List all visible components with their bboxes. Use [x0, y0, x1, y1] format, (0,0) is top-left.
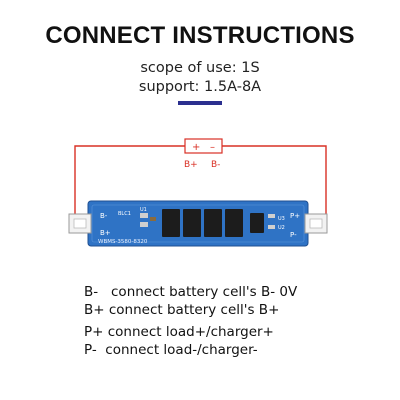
- instruction-p-plus: P+ connect load+/charger+: [84, 324, 274, 340]
- board-text-p-minus: P-: [290, 231, 297, 239]
- scope-text: scope of use: 1S: [140, 60, 260, 76]
- board-text-u3: U3: [278, 216, 285, 222]
- board-text-u1: U1: [140, 207, 147, 213]
- battery-minus-sign: –: [210, 142, 215, 153]
- support-text: support: 1.5A-8A: [138, 79, 262, 95]
- page-title: CONNECT INSTRUCTIONS: [45, 22, 355, 49]
- board-text-b-plus: B+: [100, 229, 111, 237]
- board-text-p-plus: P+: [290, 212, 300, 220]
- title-accent-bar: [178, 101, 222, 105]
- wiring-diagram: + – B+ B-: [68, 138, 328, 247]
- instruction-b-plus: B+ connect battery cell's B+: [84, 302, 280, 318]
- instruction-p-minus: P- connect load-/charger-: [84, 342, 258, 358]
- board-text-u2: U2: [278, 225, 285, 231]
- smd-components: [140, 213, 275, 229]
- left-connector: [68, 213, 92, 234]
- battery-plus-sign: +: [192, 142, 200, 153]
- battery-cell: + –: [184, 138, 223, 154]
- battery-label-b-plus: B+: [184, 160, 198, 170]
- right-connector: [304, 213, 328, 234]
- battery-label-b-minus: B-: [211, 160, 220, 170]
- board-text-b-minus: B-: [100, 212, 108, 220]
- instruction-b-minus: B- connect battery cell's B- 0V: [84, 284, 298, 300]
- red-wires: [74, 145, 327, 222]
- board-text-bl: BLC1: [118, 211, 131, 217]
- mosfet-chips: [162, 209, 264, 237]
- board-part-number: WBMS-3580-8320: [98, 239, 148, 245]
- pcb-board: B- B+ BLC1 U1 U3 U2 P+ P- WBMS-3580-8320: [68, 200, 328, 247]
